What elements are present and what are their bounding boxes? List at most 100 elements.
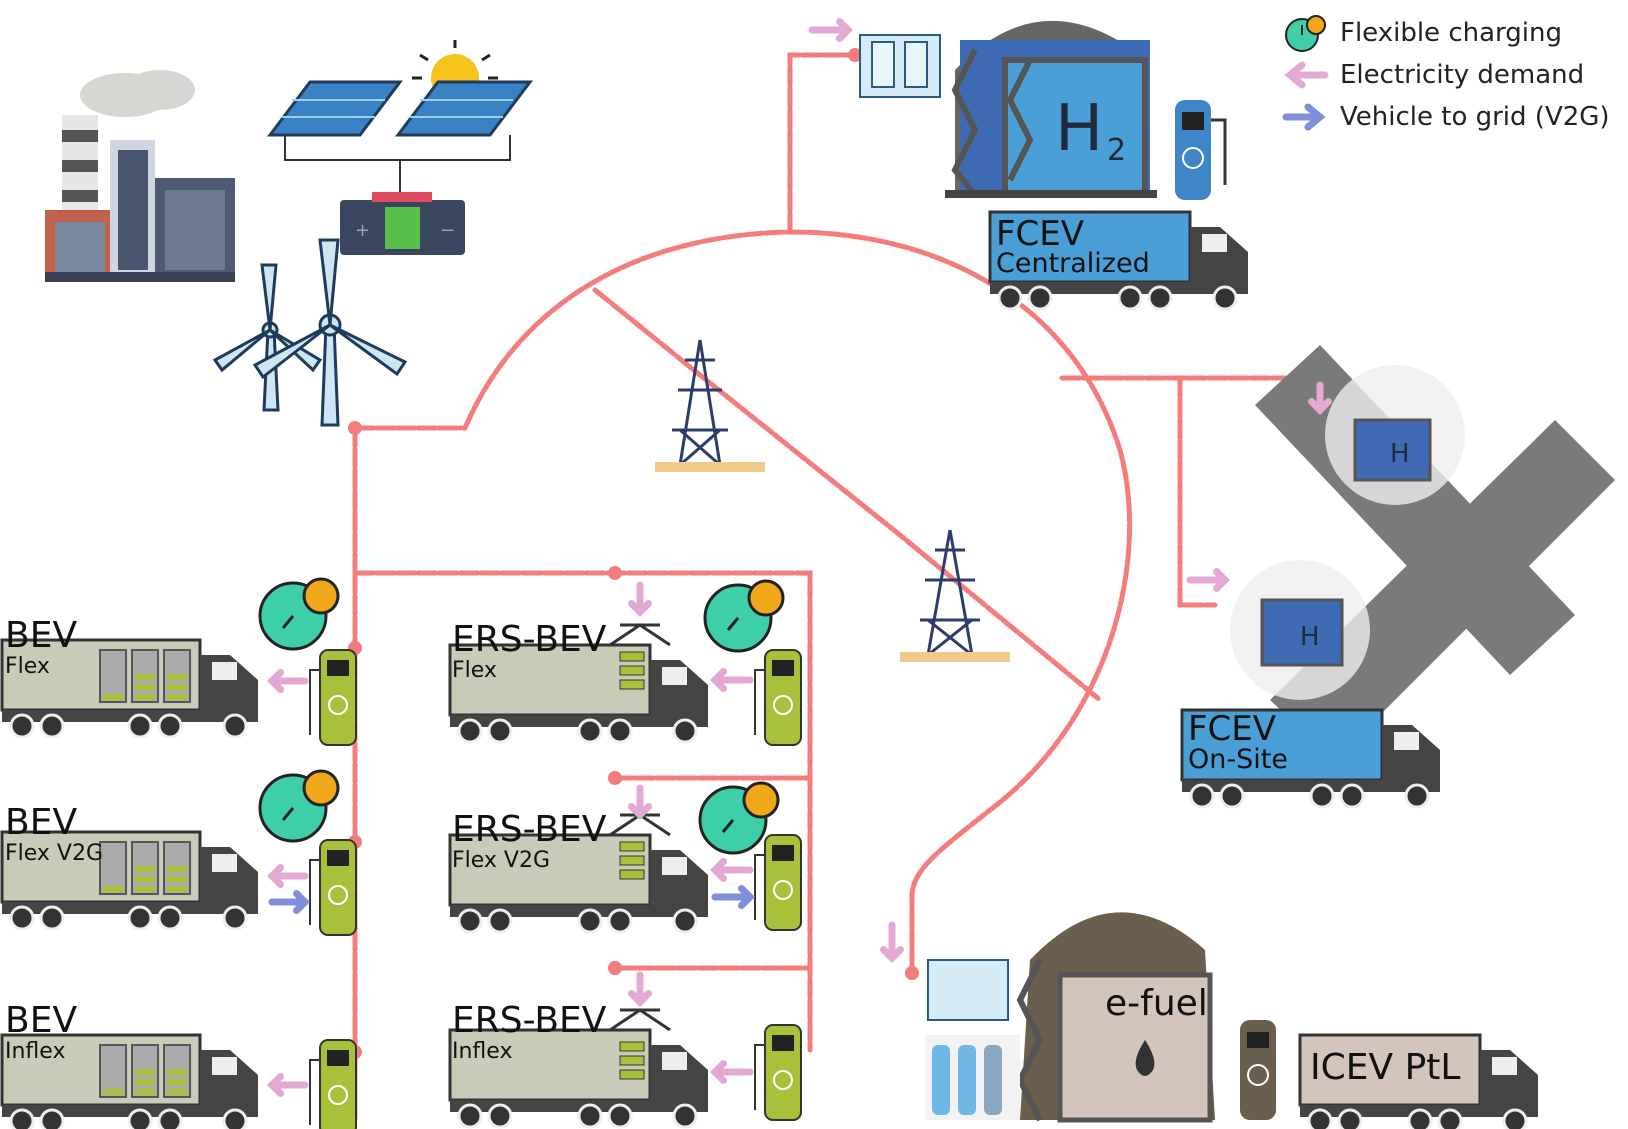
transmission-line (592, 287, 1103, 703)
electrolyser-icon (859, 34, 941, 98)
main-grid-arc (462, 229, 1132, 971)
battery-level (135, 886, 155, 892)
road-icon (1230, 345, 1615, 760)
clock-hand (721, 819, 735, 833)
ers-inflex-sub: Inflex (452, 1039, 513, 1064)
truck-wheel (577, 908, 603, 934)
battery-level (167, 886, 187, 892)
h2-storage-tank-icon (945, 20, 1157, 198)
bev-flex-v2g-truck (0, 830, 258, 931)
coin-icon (302, 769, 340, 807)
fcev-onsite-title: FCEV (1188, 709, 1277, 749)
demand-arrow (628, 581, 652, 617)
demand-arrow (880, 921, 904, 963)
ers-battery-level (619, 1055, 645, 1066)
truck-wheel (222, 713, 248, 739)
battery-level (167, 866, 187, 872)
charger-screen (772, 1035, 794, 1051)
demand-arrow (267, 1073, 309, 1097)
bev-inflex-title: BEV (5, 1000, 78, 1041)
svg-text:−: − (440, 220, 455, 241)
fcev-icev-trucks (988, 210, 1538, 1129)
truck-wheel (1027, 285, 1053, 311)
ers-flex-truck (448, 623, 708, 744)
charger-icon (754, 834, 802, 931)
legend-electricity-demand-label: Electricity demand (1340, 60, 1585, 90)
battery-level (167, 1079, 187, 1085)
v2g-arrow (711, 885, 755, 909)
battery-level (167, 694, 187, 700)
pantograph-icon (609, 623, 671, 647)
charger-cable (754, 854, 765, 920)
battery-level (167, 1069, 187, 1075)
charger-cable (309, 669, 320, 735)
fcev-centralized-truck (988, 210, 1248, 311)
truck-window (1492, 1057, 1517, 1075)
wind-turbines-icon (212, 238, 408, 427)
charger-screen (327, 660, 349, 676)
truck-wheel (157, 905, 183, 931)
arrow-head (267, 864, 284, 888)
demand-arrow (628, 971, 652, 1007)
clock-coin-icon (258, 769, 340, 843)
truck-wheel (1337, 1108, 1363, 1129)
battery-level (135, 1069, 155, 1075)
battery-level (167, 1089, 187, 1095)
branch-onsite-bottom (1177, 375, 1218, 608)
efuel-plant-icon (925, 912, 1215, 1123)
ers-flex-v2g-sub: Flex V2G (452, 848, 551, 873)
legend: Flexible charging Electricity demand Veh… (1280, 12, 1620, 138)
efuel-label: e-fuel (1105, 983, 1208, 1024)
truck-window (212, 1057, 237, 1075)
demand-arrow (628, 784, 652, 820)
legend-flexible-charging-label: Flexible charging (1340, 18, 1562, 48)
demand-arrow (267, 669, 309, 693)
icev-ptl-truck (1298, 1033, 1538, 1129)
ers-inflex-truck (448, 1008, 708, 1129)
ers-battery-level (619, 1041, 645, 1052)
ers-flex-sub: Flex (452, 658, 497, 683)
lightning-icon (328, 885, 348, 905)
truck-wheel (9, 905, 35, 931)
arrow-head (710, 1060, 727, 1084)
battery-cell (99, 649, 127, 703)
truck-wheel (1117, 285, 1143, 311)
battery-level (135, 684, 155, 690)
truck-window (212, 854, 237, 872)
ers-feeder (352, 570, 813, 1053)
truck-window (1394, 732, 1419, 750)
battery-level (167, 674, 187, 680)
fcev-centralized-sub: Centralized (996, 248, 1150, 279)
fcev-onsite-truck (1180, 708, 1440, 809)
truck-wheel (157, 713, 183, 739)
battery-cell (99, 1044, 127, 1098)
truck-wheel (487, 1103, 513, 1129)
truck-window (662, 1052, 687, 1070)
truck-wheel (39, 713, 65, 739)
pink-arrow-icon (1284, 61, 1329, 89)
lightning-icon (773, 1070, 793, 1090)
arrow-head (880, 946, 904, 963)
pantograph-icon (609, 1008, 671, 1032)
bev-flex-sub: Flex (5, 654, 50, 679)
truck-wheel (1407, 1108, 1433, 1129)
truck-wheel (127, 713, 153, 739)
efuel-pump-icon (1240, 1020, 1276, 1120)
fcev-centralized-title: FCEV (996, 214, 1085, 254)
clock-hand (281, 615, 295, 629)
ers-flex-v2g-title: ERS-BEV (452, 809, 607, 850)
charger-cable (309, 1059, 320, 1125)
solar-panels-icon (266, 40, 534, 195)
truck-wheel (1219, 783, 1245, 809)
truck-wheel (127, 905, 153, 931)
h2-pump-icon (1175, 100, 1227, 200)
truck-wheel (577, 718, 603, 744)
bev-trucks (0, 638, 258, 1129)
demand-arrow (1186, 568, 1230, 592)
truck-wheel (457, 718, 483, 744)
battery-cell (99, 841, 127, 895)
arrow-head (267, 1073, 284, 1097)
truck-wheel (607, 718, 633, 744)
truck-wheel (607, 1103, 633, 1129)
